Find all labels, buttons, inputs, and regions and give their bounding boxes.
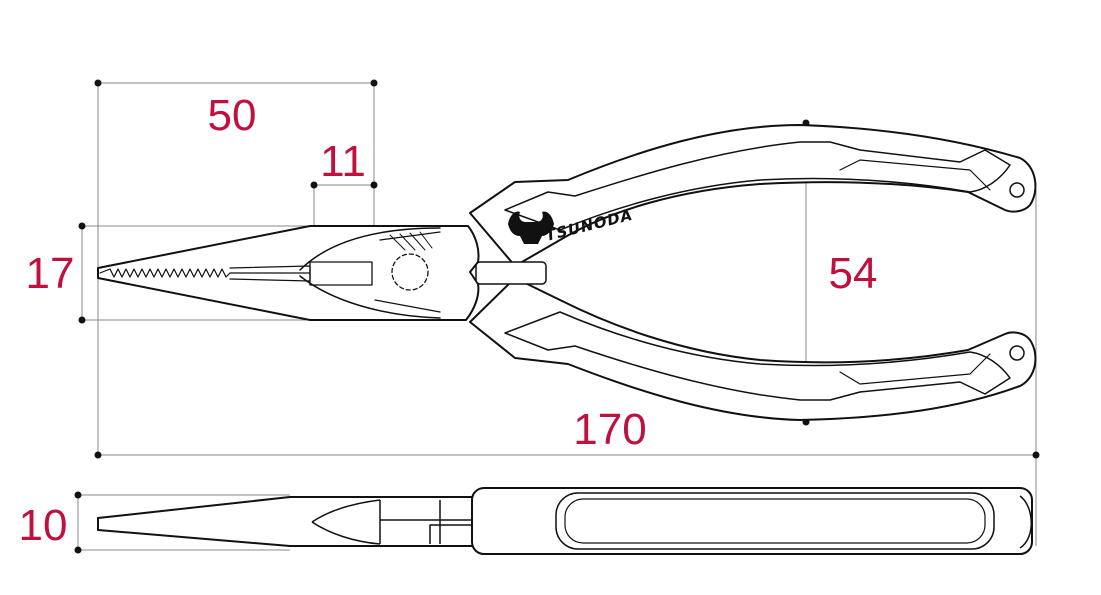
dim-thickness: 10 bbox=[19, 501, 68, 550]
dim-head-length: 50 bbox=[208, 91, 257, 140]
dim-total-length: 170 bbox=[573, 405, 646, 454]
upper-grip-panel bbox=[504, 141, 1011, 231]
dim-jaw-height: 17 bbox=[26, 249, 75, 298]
top-view-head bbox=[97, 496, 477, 547]
lower-handle-hole bbox=[1009, 345, 1025, 361]
dim-handle-span: 54 bbox=[829, 249, 878, 298]
dim-nose-width: 11 bbox=[320, 137, 366, 186]
lower-grip-panel bbox=[504, 311, 1011, 401]
serrated-tip bbox=[99, 268, 311, 278]
pivot-circle bbox=[391, 253, 429, 291]
dimension-lines bbox=[77, 82, 1037, 551]
upper-handle bbox=[469, 124, 1037, 267]
pliers-top-view bbox=[97, 487, 1033, 555]
upper-handle-hole bbox=[1009, 182, 1025, 198]
top-view-grip bbox=[555, 492, 995, 550]
pliers-side-view bbox=[97, 124, 1037, 421]
lower-handle bbox=[469, 277, 1037, 421]
spring-slot bbox=[475, 261, 547, 285]
bull-icon bbox=[508, 211, 554, 244]
